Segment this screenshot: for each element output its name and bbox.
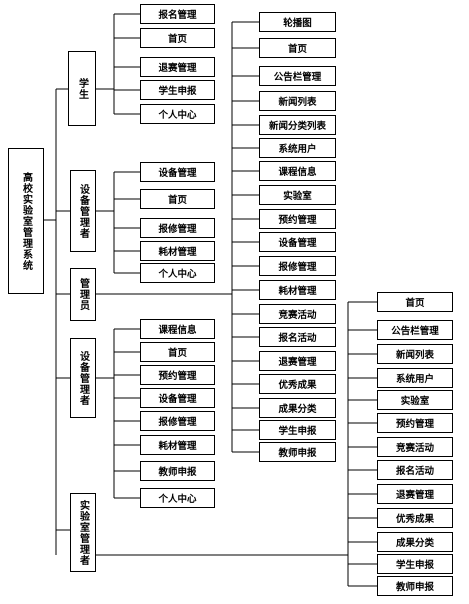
role-device-admin: 设备管理者 <box>70 170 96 252</box>
admin-item: 耗材管理 <box>259 280 336 300</box>
device-admin2-item: 课程信息 <box>140 319 215 339</box>
admin-item: 实验室 <box>259 185 336 205</box>
device-admin-item: 设备管理 <box>140 162 215 182</box>
device-admin2-item: 教师申报 <box>140 461 215 481</box>
role-student: 学生 <box>68 51 96 126</box>
student-item: 个人中心 <box>140 104 215 124</box>
role-admin: 管理员 <box>70 268 96 321</box>
admin-item: 竞赛活动 <box>259 304 336 324</box>
admin-item: 报名活动 <box>259 327 336 347</box>
device-admin2-item: 设备管理 <box>140 388 215 408</box>
lab-admin-item: 实验室 <box>377 390 453 410</box>
lab-admin-item: 首页 <box>377 292 453 312</box>
device-admin-item: 首页 <box>140 189 215 209</box>
admin-item: 设备管理 <box>259 232 336 252</box>
device-admin2-item: 预约管理 <box>140 365 215 385</box>
admin-item: 优秀成果 <box>259 374 336 394</box>
device-admin-item: 个人中心 <box>140 263 215 283</box>
lab-admin-item: 退赛管理 <box>377 484 453 504</box>
admin-item: 成果分类 <box>259 398 336 418</box>
lab-admin-item: 成果分类 <box>377 532 453 552</box>
device-admin2-item: 个人中心 <box>140 488 215 508</box>
admin-item: 首页 <box>259 38 336 58</box>
admin-item: 教师申报 <box>259 442 336 462</box>
device-admin-item: 耗材管理 <box>140 241 215 261</box>
student-item: 首页 <box>140 28 215 48</box>
device-admin-item: 报修管理 <box>140 218 215 238</box>
admin-item: 退赛管理 <box>259 351 336 371</box>
admin-item: 轮播图 <box>259 12 336 32</box>
device-admin2-item: 首页 <box>140 342 215 362</box>
lab-admin-item: 系统用户 <box>377 368 453 388</box>
student-item: 报名管理 <box>140 4 215 24</box>
role-device-admin-2: 设备管理者 <box>70 338 96 418</box>
admin-item: 学生申报 <box>259 420 336 440</box>
device-admin2-item: 耗材管理 <box>140 435 215 455</box>
admin-item: 系统用户 <box>259 138 336 158</box>
lab-admin-item: 新闻列表 <box>377 344 453 364</box>
admin-item: 新闻列表 <box>259 91 336 111</box>
lab-admin-item: 竞赛活动 <box>377 437 453 457</box>
device-admin2-item: 报修管理 <box>140 411 215 431</box>
admin-item: 课程信息 <box>259 161 336 181</box>
lab-admin-item: 学生申报 <box>377 554 453 574</box>
role-lab-admin: 实验室管理者 <box>70 493 96 572</box>
root-node: 高校实验室管理系统 <box>8 148 44 294</box>
lab-admin-item: 公告栏管理 <box>377 320 453 340</box>
admin-item: 报修管理 <box>259 256 336 276</box>
admin-item: 公告栏管理 <box>259 66 336 86</box>
student-item: 学生申报 <box>140 80 215 100</box>
lab-admin-item: 预约管理 <box>377 413 453 433</box>
lab-admin-item: 报名活动 <box>377 460 453 480</box>
student-item: 退赛管理 <box>140 57 215 77</box>
admin-item: 预约管理 <box>259 209 336 229</box>
admin-item: 新闻分类列表 <box>259 115 336 135</box>
lab-admin-item: 教师申报 <box>377 576 453 596</box>
lab-admin-item: 优秀成果 <box>377 508 453 528</box>
